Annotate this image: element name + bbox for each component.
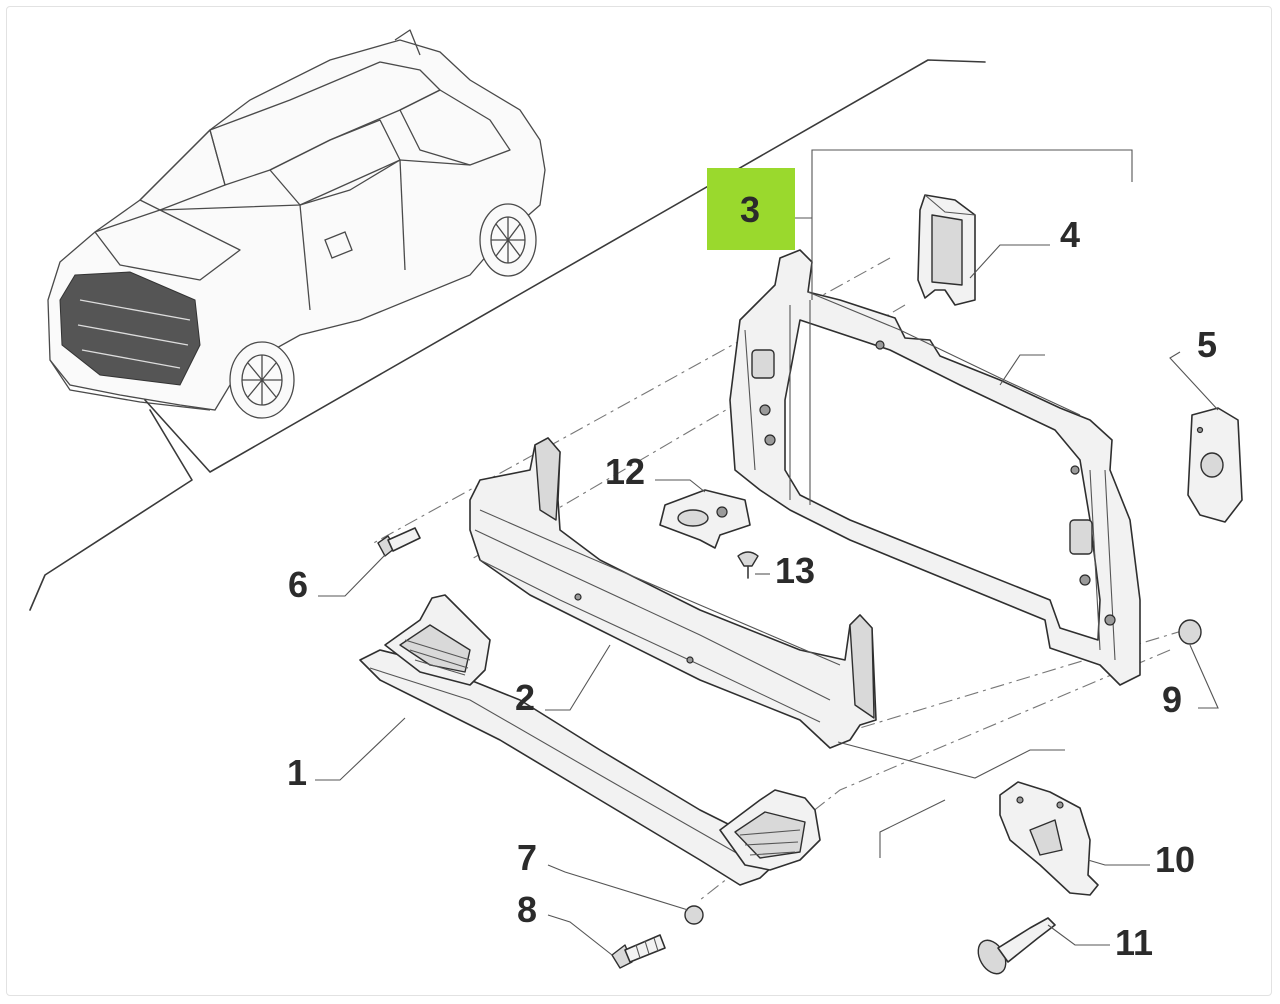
- callout-3-highlight: [707, 168, 795, 250]
- part-11-push-pin[interactable]: [973, 917, 1056, 979]
- part-10-bracket[interactable]: [999, 781, 1099, 896]
- callout-6[interactable]: 6: [288, 564, 308, 605]
- assembly-axis: [699, 649, 1171, 901]
- part-8-bolt[interactable]: [611, 934, 666, 969]
- part-12-bracket[interactable]: [659, 489, 751, 549]
- callout-3[interactable]: 3: [740, 189, 760, 230]
- callout-labels: 3 4 5 12 13 6 2 9 1 10 7 8 11: [287, 168, 1217, 963]
- callout-1[interactable]: 1: [287, 752, 307, 793]
- callout-8[interactable]: 8: [517, 889, 537, 930]
- part-4-clip[interactable]: [917, 194, 976, 306]
- vehicle-overview-illustration: [47, 29, 546, 419]
- callout-4[interactable]: 4: [1060, 214, 1080, 255]
- callout-11[interactable]: 11: [1115, 922, 1153, 963]
- part-3-front-panel[interactable]: [729, 249, 1141, 686]
- callout-2[interactable]: 2: [515, 677, 535, 718]
- callout-7[interactable]: 7: [517, 837, 537, 878]
- part-5-plate[interactable]: [1187, 407, 1243, 523]
- overview-frame-line: [29, 409, 193, 611]
- callout-9[interactable]: 9: [1162, 679, 1182, 720]
- callout-13[interactable]: 13: [775, 550, 815, 591]
- callout-5[interactable]: 5: [1197, 324, 1217, 365]
- part-9-nut[interactable]: [1178, 619, 1202, 645]
- assembly-axis: [369, 257, 891, 546]
- part-13-fastener[interactable]: [737, 551, 759, 579]
- callout-10[interactable]: 10: [1155, 839, 1195, 880]
- part-7-nut[interactable]: [684, 905, 704, 925]
- leader-lines: [315, 149, 1219, 956]
- callout-12[interactable]: 12: [605, 451, 645, 492]
- part-1-bumper-beam[interactable]: [359, 594, 821, 886]
- part-6-bolt[interactable]: [377, 527, 421, 557]
- part-2-reinforcement-beam[interactable]: [469, 437, 877, 749]
- overview-frame-line: [144, 59, 986, 473]
